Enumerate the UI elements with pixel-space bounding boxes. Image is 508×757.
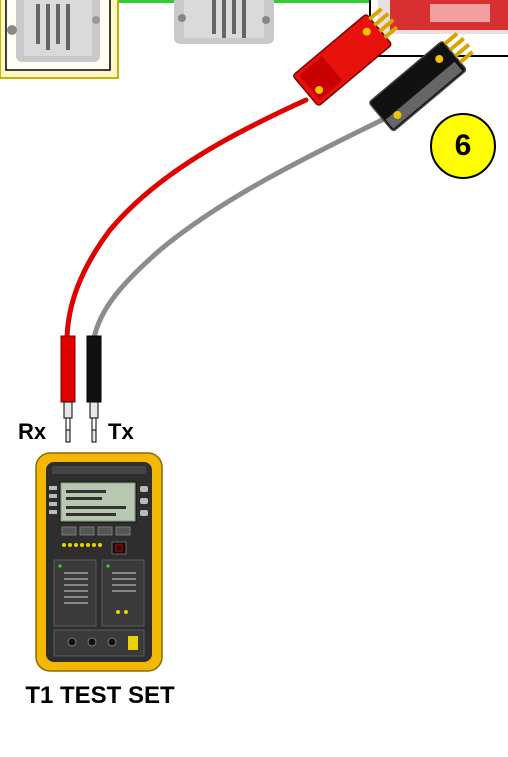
cable-panel xyxy=(369,0,508,57)
rx-cable xyxy=(64,97,309,341)
red-connector-icon xyxy=(293,7,399,106)
step-number-badge: 6 xyxy=(430,113,496,179)
equipment-box-left xyxy=(0,0,119,79)
equipment-box-middle xyxy=(174,0,274,44)
tx-cable xyxy=(91,117,385,341)
tx-label: Tx xyxy=(108,419,134,444)
tx-plug xyxy=(86,335,102,443)
rx-label: Rx xyxy=(18,419,47,444)
rx-plug xyxy=(60,335,76,443)
black-connector-icon xyxy=(369,32,474,132)
device-name-label: T1 TEST SET xyxy=(25,682,175,709)
tester-device-icon xyxy=(35,452,163,672)
